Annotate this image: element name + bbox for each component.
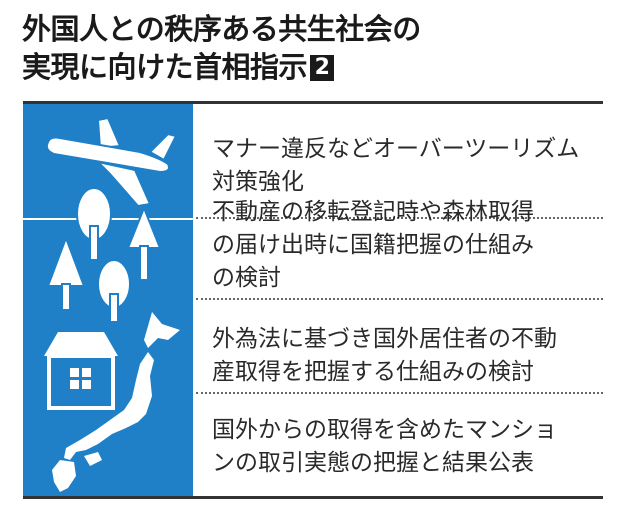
item-line: 国外からの取得を含めたマンショ <box>212 417 557 443</box>
bottom-rule <box>23 496 603 499</box>
item-line: 外為法に基づき国外居住者の不動 <box>212 326 557 352</box>
top-rule <box>23 101 603 104</box>
divider <box>196 298 603 300</box>
item-line: マナー違反などオーバーツーリズム <box>212 136 580 162</box>
airplane-icon <box>45 116 178 208</box>
item-line: の検討 <box>212 265 281 291</box>
item-line: ンの取引実態の把握と結果公表 <box>212 450 534 476</box>
part-number-badge: 2 <box>310 55 335 81</box>
house-icon <box>44 332 118 410</box>
item-line: 対策強化 <box>212 169 304 195</box>
list-item: 外為法に基づき国外居住者の不動 産取得を把握する仕組みの検討 <box>212 323 557 389</box>
list-item: 不動産の移転登記時や森林取得 の届け出時に国籍把握の仕組み の検討 <box>212 196 534 295</box>
title-line-1: 外国人との秩序ある共生社会の <box>22 12 421 46</box>
list-item: 国外からの取得を含めたマンショ ンの取引実態の把握と結果公表 <box>212 414 557 480</box>
list-item: マナー違反などオーバーツーリズム 対策強化 <box>212 133 579 199</box>
divider <box>196 392 603 394</box>
japan-map-icon <box>52 312 180 492</box>
forest-icon <box>46 187 162 323</box>
item-line: 不動産の移転登記時や森林取得 <box>212 199 534 225</box>
title-text: 実現に向けた首相指示 <box>22 50 308 84</box>
item-line: 産取得を把握する仕組みの検討 <box>212 359 534 385</box>
item-line: の届け出時に国籍把握の仕組み <box>212 232 534 258</box>
divider <box>196 217 603 219</box>
